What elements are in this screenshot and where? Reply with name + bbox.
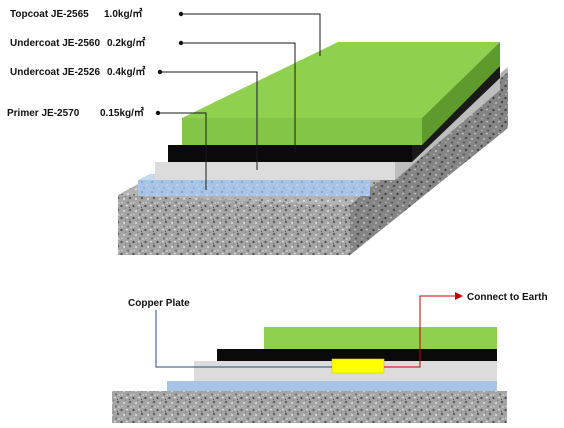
rate-topcoat: 1.0kg/㎡ (104, 7, 142, 20)
leader-topcoat (181, 13, 321, 56)
rate-undercoat-2560: 0.2kg/㎡ (107, 36, 145, 49)
cross-section: Copper Plate Connect to Earth (112, 292, 548, 423)
label-connect-to-earth: Connect to Earth (467, 292, 548, 303)
leader-undercoat-2526 (160, 71, 258, 170)
concrete-side-face (350, 72, 508, 255)
topcoat-top-face (182, 42, 500, 118)
label-topcoat: Topcoat JE-2565 (10, 9, 89, 20)
earth-arrow-icon (455, 292, 463, 300)
leader-undercoat-2560 (181, 42, 296, 152)
undercoat-black-front (168, 145, 412, 162)
undercoat-white-front (155, 162, 395, 180)
rate-primer: 0.15kg/㎡ (100, 106, 144, 119)
leader-primer (158, 112, 207, 190)
section-primer (167, 381, 497, 391)
concrete-front-face (118, 195, 350, 255)
leader-lines (155, 11, 321, 190)
section-concrete (112, 391, 507, 423)
topcoat-side-face (422, 42, 500, 145)
label-undercoat-2560: Undercoat JE-2560 (10, 38, 100, 49)
topcoat-front-face (182, 118, 422, 145)
isometric-floor-block (118, 42, 508, 255)
section-undercoat-black (217, 349, 497, 361)
label-undercoat-2526: Undercoat JE-2526 (10, 67, 100, 78)
label-primer: Primer JE-2570 (7, 108, 80, 119)
layer-labels: Topcoat JE-2565 1.0kg/㎡ Undercoat JE-256… (7, 7, 145, 119)
primer-layer-front (138, 180, 370, 196)
section-topcoat (264, 327, 497, 349)
copper-plate-leader (155, 310, 332, 368)
label-copper-plate: Copper Plate (128, 298, 190, 309)
earth-wire (384, 295, 458, 368)
rate-undercoat-2526: 0.4kg/㎡ (107, 65, 145, 78)
copper-plate (331, 358, 385, 374)
undercoat-black-side (412, 66, 500, 162)
